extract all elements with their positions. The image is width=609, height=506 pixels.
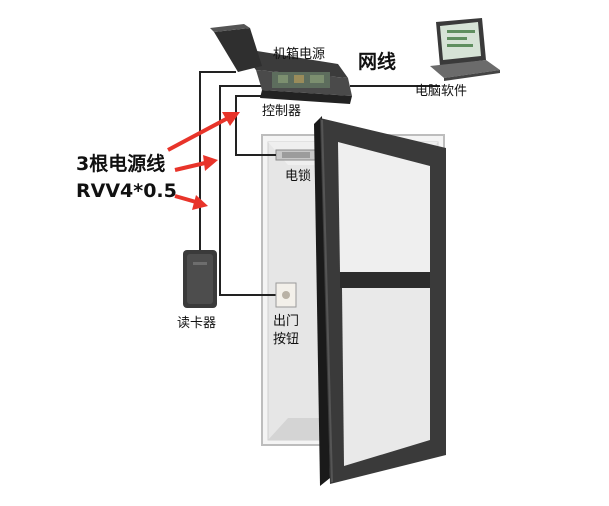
power-lines-label: 3根电源线 — [76, 152, 165, 175]
electric-lock-icon — [275, 149, 317, 161]
power-line-arrows — [167, 112, 240, 210]
exit-button-label-line2: 按钮 — [273, 332, 299, 347]
controller-box-icon — [210, 24, 352, 104]
laptop-icon — [430, 18, 500, 81]
cable-spec-label: RVV4*0.5 — [76, 180, 177, 202]
power-box-label: 机箱电源 — [273, 46, 325, 62]
card-reader-label: 读卡器 — [177, 316, 216, 331]
door-icon — [314, 116, 446, 486]
network-label: 网线 — [358, 50, 396, 73]
card-reader-icon — [183, 250, 217, 308]
controller-label: 控制器 — [262, 104, 301, 119]
exit-button-icon — [275, 282, 297, 308]
lock-label: 电锁 — [285, 168, 311, 184]
exit-button-label-line1: 出门 — [273, 314, 299, 329]
wiring — [199, 71, 440, 296]
pc-software-label: 电脑软件 — [415, 84, 467, 99]
